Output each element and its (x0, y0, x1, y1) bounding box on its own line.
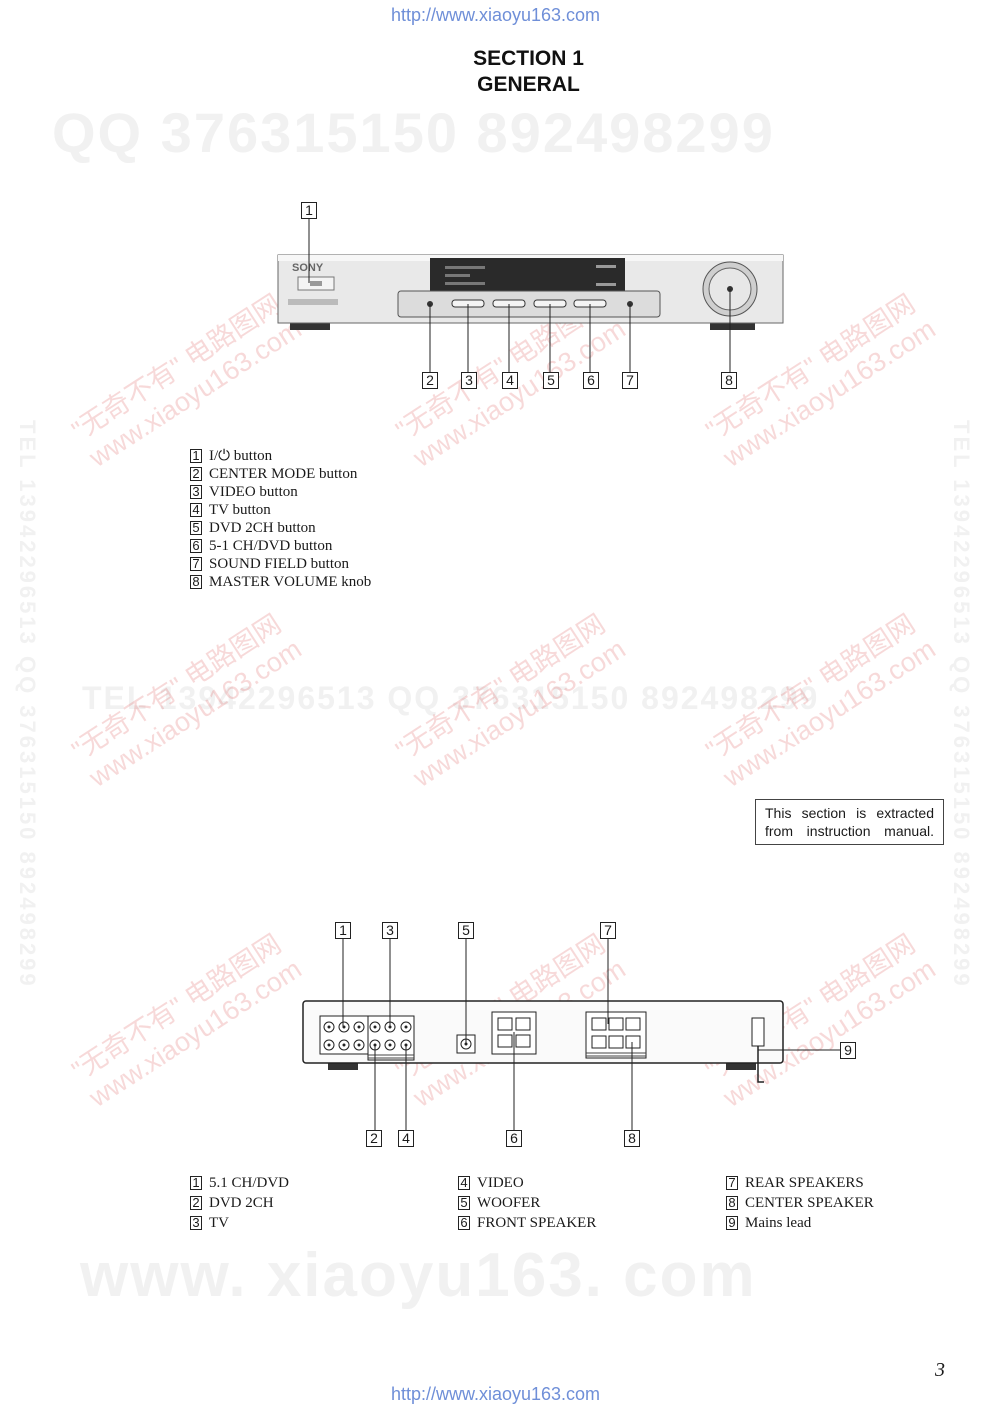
legend-label: 5.1 CH/DVD (209, 1175, 290, 1191)
rear-callout-6: 6 (506, 1130, 522, 1147)
legend-item: 5 WOOFER (458, 1193, 596, 1213)
legend-number: 4 (190, 503, 202, 517)
legend-label: CENTER SPEAKER (745, 1195, 874, 1211)
legend-number: 2 (190, 467, 202, 481)
legend-number: 6 (458, 1216, 470, 1230)
legend-label: I/⏻ button (209, 448, 273, 464)
watermark-tel: TEL 13942296513 QQ 376315150 892498299 (82, 680, 820, 716)
extract-note: This section is extracted from instructi… (755, 799, 944, 845)
legend-number: 8 (726, 1196, 738, 1210)
rear-callout-2: 2 (366, 1130, 382, 1147)
rear-legend-col2: 4 VIDEO 5 WOOFER 6 FRONT SPEAKER (458, 1173, 596, 1233)
watermark-site: www. xiaoyu163. com (80, 1241, 757, 1310)
front-panel-diagram: SONY (277, 218, 784, 373)
legend-label: Mains lead (745, 1215, 812, 1231)
legend-number: 1 (190, 1176, 202, 1190)
legend-label: TV (209, 1215, 229, 1231)
legend-number: 1 (190, 449, 202, 463)
legend-item: 2 DVD 2CH (190, 1193, 289, 1213)
legend-number: 7 (726, 1176, 738, 1190)
rear-callout-8: 8 (624, 1130, 640, 1147)
section-number: SECTION 1 (473, 47, 584, 70)
legend-item: 7 REAR SPEAKERS (726, 1173, 874, 1193)
legend-label: TV button (209, 502, 271, 518)
section-title: GENERAL (477, 73, 580, 96)
legend-number: 3 (190, 1216, 202, 1230)
legend-label: WOOFER (477, 1195, 541, 1211)
page-number: 3 (935, 1359, 945, 1381)
legend-label: VIDEO (477, 1175, 524, 1191)
legend-label: MASTER VOLUME knob (209, 574, 372, 590)
legend-item: 2 CENTER MODE button (190, 465, 371, 483)
watermark-qq: QQ 376315150 892498299 (52, 101, 775, 164)
watermark-side-right: TEL 13942296513 QQ 376315150 892498299 (949, 420, 974, 989)
front-panel-legend: 1 I/⏻ button 2 CENTER MODE button 3 VIDEO b… (190, 447, 371, 591)
legend-label: CENTER MODE button (209, 466, 358, 482)
rear-callout-5: 5 (458, 922, 474, 939)
legend-item: 1 5.1 CH/DVD (190, 1173, 289, 1193)
legend-item: 3 TV (190, 1213, 289, 1233)
legend-label: FRONT SPEAKER (477, 1215, 597, 1231)
legend-number: 3 (190, 485, 202, 499)
rear-callout-3: 3 (382, 922, 398, 939)
rear-callout-1: 1 (335, 922, 351, 939)
rear-legend-col3: 7 REAR SPEAKERS 8 CENTER SPEAKER 9 Mains le… (726, 1173, 874, 1233)
front-callout-5: 5 (543, 372, 559, 389)
watermark-side-left: TEL 13942296513 QQ 376315150 892498299 (15, 420, 40, 989)
legend-number: 5 (190, 521, 202, 535)
legend-label: 5-1 CH/DVD button (209, 538, 333, 554)
front-callout-1: 1 (301, 202, 317, 219)
legend-number: 5 (458, 1196, 470, 1210)
legend-item: 4 TV button (190, 501, 371, 519)
legend-label: DVD 2CH (209, 1195, 274, 1211)
legend-label: SOUND FIELD button (209, 556, 350, 572)
legend-item: 9 Mains lead (726, 1213, 874, 1233)
svg-text:SONY: SONY (292, 262, 324, 274)
legend-label: REAR SPEAKERS (745, 1175, 864, 1191)
legend-item: 3 VIDEO button (190, 483, 371, 501)
legend-item: 1 I/⏻ button (190, 447, 371, 465)
front-callout-7: 7 (622, 372, 638, 389)
rear-panel-diagram (302, 938, 840, 1130)
legend-item: 4 VIDEO (458, 1173, 596, 1193)
legend-number: 6 (190, 539, 202, 553)
rear-callout-7: 7 (600, 922, 616, 939)
legend-item: 6 5-1 CH/DVD button (190, 537, 371, 555)
front-callout-6: 6 (583, 372, 599, 389)
front-callout-3: 3 (461, 372, 477, 389)
legend-number: 9 (726, 1216, 738, 1230)
legend-number: 2 (190, 1196, 202, 1210)
rear-callout-9: 9 (840, 1042, 856, 1059)
legend-number: 8 (190, 575, 202, 589)
legend-item: 8 CENTER SPEAKER (726, 1193, 874, 1213)
footer-url-link[interactable]: http://www.xiaoyu163.com (390, 1384, 601, 1404)
legend-item: 6 FRONT SPEAKER (458, 1213, 596, 1233)
legend-label: VIDEO button (209, 484, 298, 500)
front-callout-4: 4 (502, 372, 518, 389)
legend-item: 8 MASTER VOLUME knob (190, 573, 371, 591)
rear-legend-col1: 1 5.1 CH/DVD 2 DVD 2CH 3 TV (190, 1173, 289, 1233)
front-callout-8: 8 (721, 372, 737, 389)
legend-number: 7 (190, 557, 202, 571)
legend-item: 5 DVD 2CH button (190, 519, 371, 537)
legend-item: 7 SOUND FIELD button (190, 555, 371, 573)
header-url-link[interactable]: http://www.xiaoyu163.com (390, 5, 601, 25)
front-callout-2: 2 (422, 372, 438, 389)
legend-label: DVD 2CH button (209, 520, 316, 536)
legend-number: 4 (458, 1176, 470, 1190)
rear-callout-4: 4 (398, 1130, 414, 1147)
